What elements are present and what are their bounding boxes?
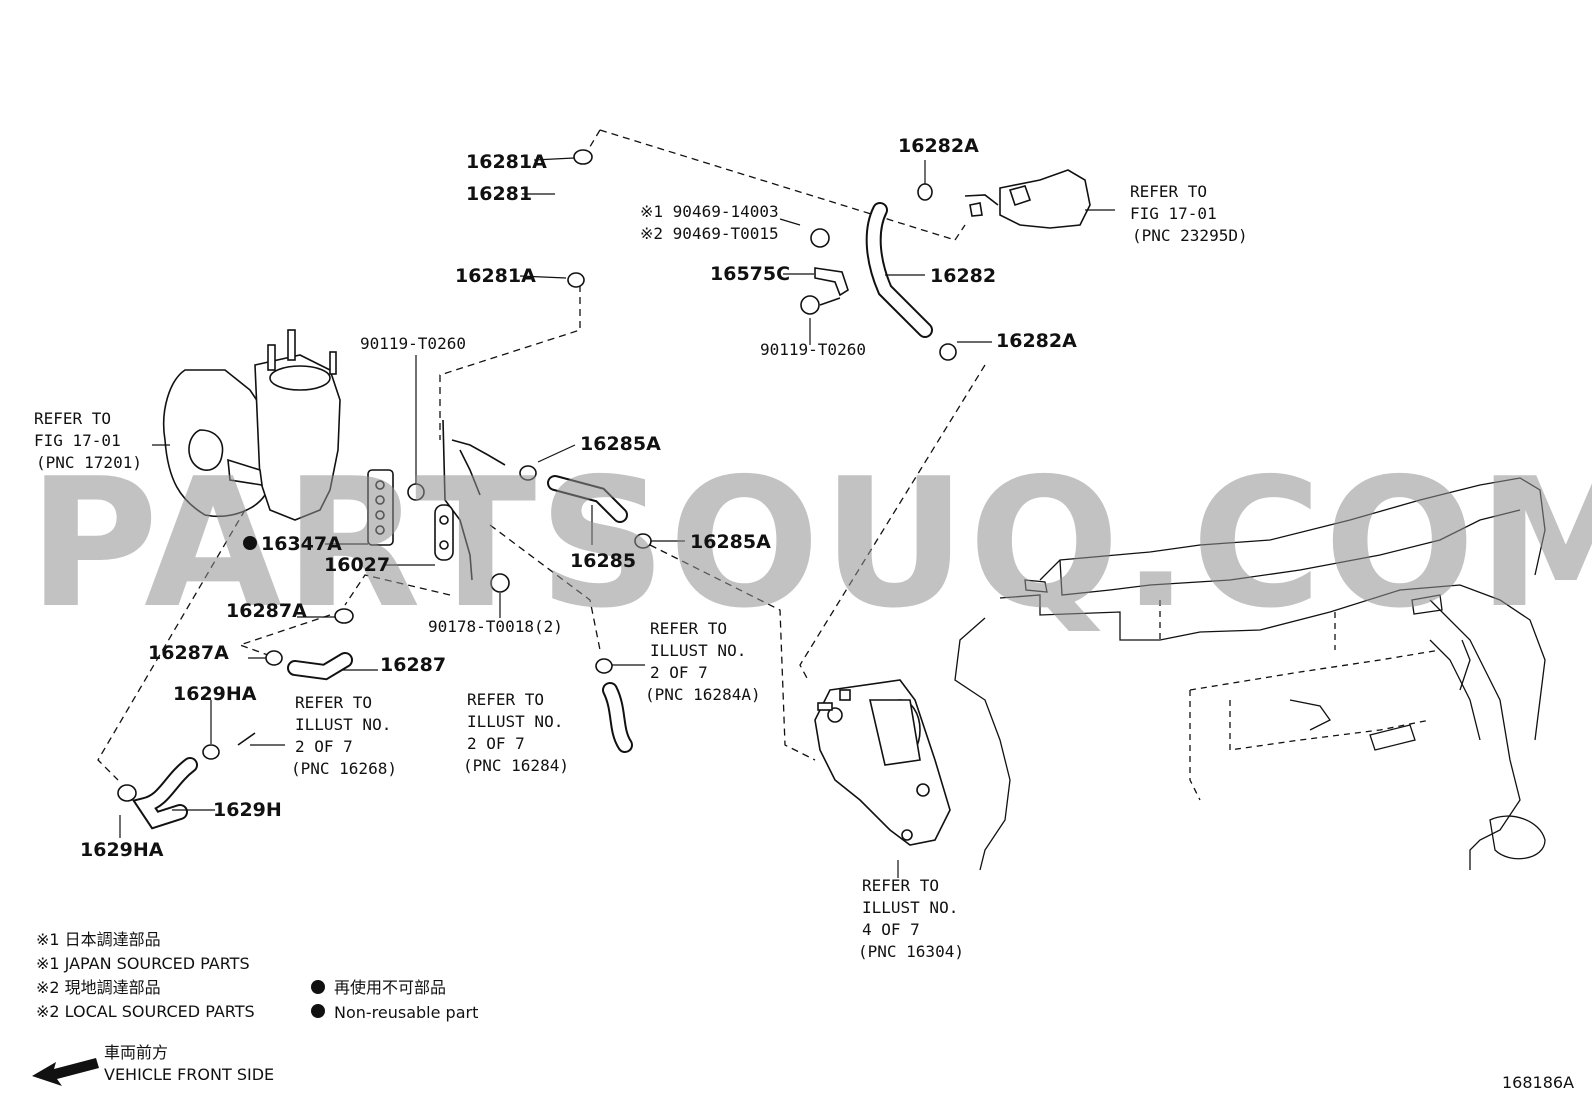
leader-lines (119, 157, 1115, 878)
reference-callouts: REFER TO FIG 17-01 (PNC 23295D) REFER TO… (34, 182, 1248, 961)
svg-text:ILLUST NO.: ILLUST NO. (295, 715, 391, 734)
svg-text:2 OF 7: 2 OF 7 (650, 663, 708, 682)
clamp-icon (519, 465, 537, 481)
svg-text:REFER TO: REFER TO (1130, 182, 1207, 201)
ref-callout-16304[interactable]: REFER TO ILLUST NO. 4 OF 7 (PNC 16304) (858, 876, 964, 961)
ref-callout-16284[interactable]: REFER TO ILLUST NO. 2 OF 7 (PNC 16284) (463, 690, 569, 775)
legend-nonreuse-en: Non-reusable part (334, 1003, 478, 1022)
part-label-16287A-bottom[interactable]: 16287A (148, 642, 229, 664)
part-label-90178-T0018[interactable]: 90178-T0018(2) (428, 617, 563, 636)
part-label-90469-14003[interactable]: ※1 90469-14003 (640, 202, 779, 221)
part-label-16285[interactable]: 16285 (570, 550, 636, 572)
part-label-16282[interactable]: 16282 (930, 265, 996, 287)
ref-callout-17201[interactable]: REFER TO FIG 17-01 (PNC 17201) (34, 409, 142, 472)
legend-line-1: ※1 日本調達部品 (36, 930, 161, 949)
svg-text:ILLUST NO.: ILLUST NO. (862, 898, 958, 917)
clamp-icon (573, 149, 593, 165)
part-label-16287A-top[interactable]: 16287A (226, 600, 307, 622)
throttle-body-drawing (964, 169, 1091, 229)
part-label-16282A-top[interactable]: 16282A (898, 135, 979, 157)
svg-text:(PNC 16284): (PNC 16284) (463, 756, 569, 775)
ref-callout-23295D[interactable]: REFER TO FIG 17-01 (PNC 23295D) (1130, 182, 1248, 245)
bolt-icon (490, 573, 510, 593)
watermark: PARTSOUQ.COM (28, 440, 1592, 647)
svg-text:FIG 17-01: FIG 17-01 (34, 431, 121, 450)
clamp-icon (917, 183, 933, 201)
water-outlet-drawing (814, 679, 951, 846)
clamp-icon (202, 744, 220, 760)
non-reusable-dot-icon (243, 536, 257, 550)
part-label-16281A-top[interactable]: 16281A (466, 151, 547, 173)
engine-block-outline (954, 477, 1546, 871)
part-label-16575C[interactable]: 16575C (710, 263, 790, 285)
part-label-16285A-top[interactable]: 16285A (580, 433, 661, 455)
svg-text:(PNC 17201): (PNC 17201) (36, 453, 142, 472)
part-label-90469-T0015[interactable]: ※2 90469-T0015 (640, 224, 779, 243)
part-label-90119-T0260-left[interactable]: 90119-T0260 (360, 334, 466, 353)
clamp-icon (567, 272, 585, 288)
non-reusable-dot-icon (311, 980, 325, 994)
svg-text:(PNC 16284A): (PNC 16284A) (645, 685, 761, 704)
svg-text:(PNC 23295D): (PNC 23295D) (1132, 226, 1248, 245)
vehicle-front-indicator: 車両前方 VEHICLE FRONT SIDE (32, 1043, 274, 1086)
non-reusable-dot-icon (311, 1004, 325, 1018)
bolt-icon (800, 295, 820, 315)
svg-text:FIG 17-01: FIG 17-01 (1130, 204, 1217, 223)
diagram-id: 168186A (1502, 1073, 1574, 1092)
part-label-16281[interactable]: 16281 (466, 183, 532, 205)
vehicle-front-jp: 車両前方 (104, 1043, 168, 1062)
ref-callout-16284A[interactable]: REFER TO ILLUST NO. 2 OF 7 (PNC 16284A) (645, 619, 761, 704)
ref-callout-16268[interactable]: REFER TO ILLUST NO. 2 OF 7 (PNC 16268) (291, 693, 397, 778)
part-label-16281A-bottom[interactable]: 16281A (455, 265, 536, 287)
svg-text:2 OF 7: 2 OF 7 (295, 737, 353, 756)
part-label-90119-T0260-right[interactable]: 90119-T0260 (760, 340, 866, 359)
bolt-icon (810, 228, 830, 248)
part-label-16285A-bottom[interactable]: 16285A (690, 531, 771, 553)
clamp-icon (117, 784, 137, 802)
svg-text:REFER TO: REFER TO (34, 409, 111, 428)
svg-text:ILLUST NO.: ILLUST NO. (467, 712, 563, 731)
svg-text:REFER TO: REFER TO (650, 619, 727, 638)
svg-text:2 OF 7: 2 OF 7 (467, 734, 525, 753)
part-label-16347A[interactable]: 16347A (261, 533, 342, 555)
vehicle-front-en: VEHICLE FRONT SIDE (104, 1065, 274, 1084)
hoses-and-clamps (117, 149, 957, 830)
clamp-icon (939, 343, 957, 361)
clamp-icon (334, 608, 354, 624)
pipe-assembly (367, 228, 849, 593)
svg-text:(PNC 16268): (PNC 16268) (291, 759, 397, 778)
turbocharger-drawing (162, 329, 341, 521)
legend: ※1 日本調達部品 ※1 JAPAN SOURCED PARTS ※2 現地調達… (36, 930, 478, 1022)
svg-text:4 OF 7: 4 OF 7 (862, 920, 920, 939)
clamp-icon (595, 658, 613, 674)
svg-text:(PNC 16304): (PNC 16304) (858, 942, 964, 961)
part-label-16282A-bottom[interactable]: 16282A (996, 330, 1077, 352)
legend-line-2: ※1 JAPAN SOURCED PARTS (36, 954, 250, 973)
part-label-16287[interactable]: 16287 (380, 654, 446, 676)
part-label-1629H[interactable]: 1629H (213, 799, 282, 821)
clamp-icon (265, 650, 283, 666)
arrow-left-icon (32, 1058, 99, 1086)
part-label-1629HA-top[interactable]: 1629HA (173, 683, 257, 705)
part-labels: 16281A 16281 16281A 16282A 16282 16282A … (80, 135, 1077, 861)
svg-text:REFER TO: REFER TO (467, 690, 544, 709)
legend-line-3: ※2 現地調達部品 (36, 978, 161, 997)
svg-text:REFER TO: REFER TO (295, 693, 372, 712)
svg-text:REFER TO: REFER TO (862, 876, 939, 895)
legend-nonreuse-jp: 再使用不可部品 (334, 978, 446, 997)
part-label-16027[interactable]: 16027 (324, 554, 390, 576)
svg-text:ILLUST NO.: ILLUST NO. (650, 641, 746, 660)
part-label-1629HA-bottom[interactable]: 1629HA (80, 839, 164, 861)
legend-line-4: ※2 LOCAL SOURCED PARTS (36, 1002, 255, 1021)
